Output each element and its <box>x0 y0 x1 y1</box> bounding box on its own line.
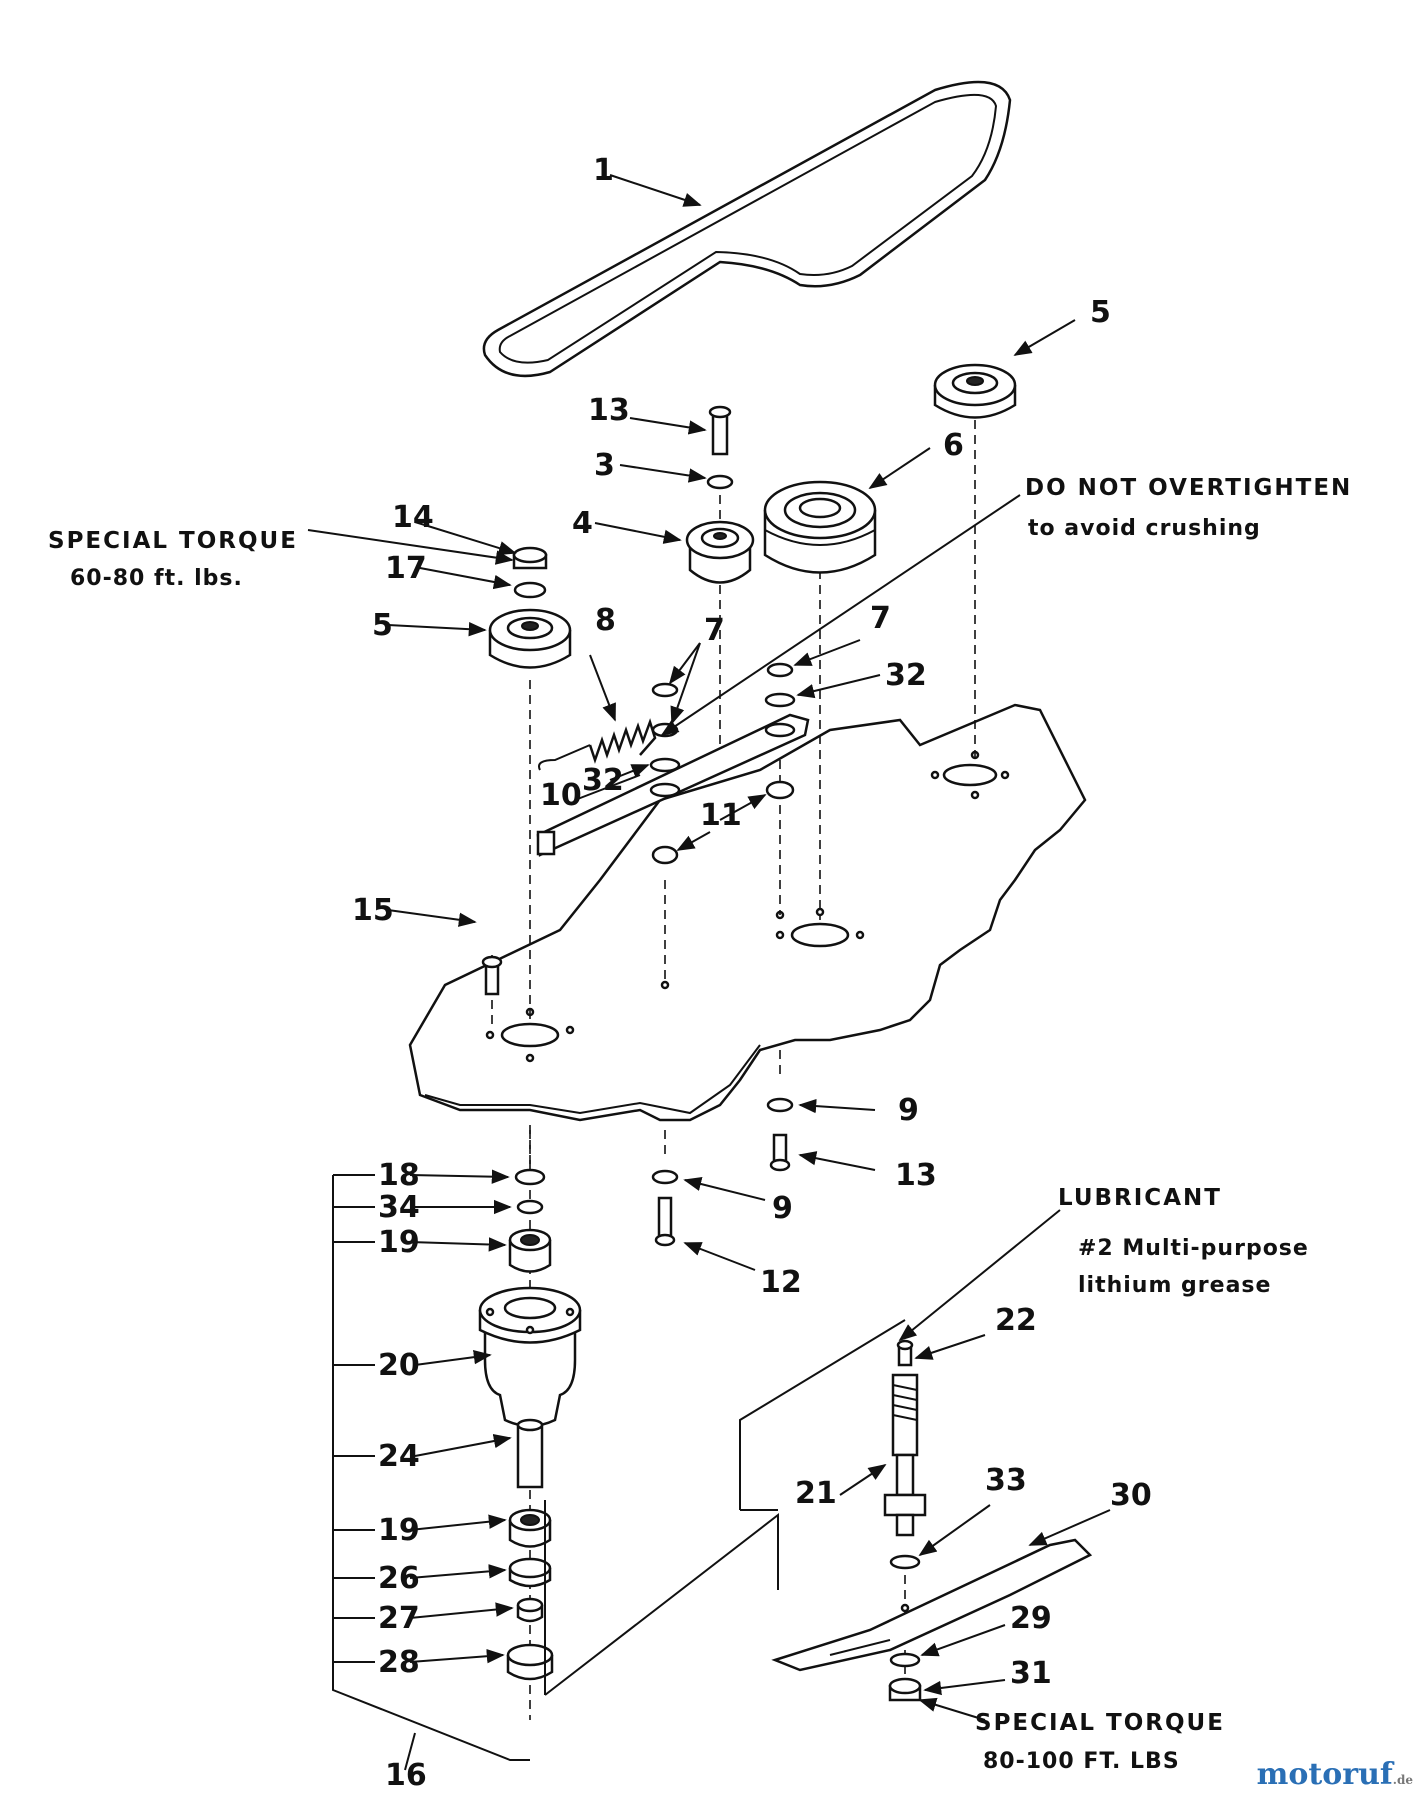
callout-shaft: 21 <box>795 1476 837 1511</box>
center-idler-pulley <box>685 520 755 584</box>
spindle-housing <box>478 1286 582 1428</box>
lubricant-note-line1: #2 Multi-purpose <box>1078 1236 1309 1261</box>
special-torque-note-value: 60-80 ft. lbs. <box>70 566 243 591</box>
drive-pulley <box>763 480 877 574</box>
lubricant-note-title: LUBRICANT <box>1058 1185 1222 1211</box>
callout-bolt-top: 13 <box>588 393 630 428</box>
left-nut <box>512 546 548 570</box>
callout-idler-pulley-right: 5 <box>1090 295 1111 330</box>
callout-bolt-left: 15 <box>352 893 394 928</box>
callout-bearing-top: 19 <box>378 1225 420 1260</box>
callout-bolt-lower-mid: 12 <box>760 1265 802 1300</box>
callout-spring: 8 <box>595 603 616 638</box>
callout-lockwasher-left: 17 <box>385 551 427 586</box>
spindle-assembly-bracket <box>332 1174 530 1771</box>
watermark-logo: motoruf.de <box>1257 1757 1413 1792</box>
watermark-suffix: .de <box>1392 1773 1413 1787</box>
v-belt <box>482 80 1012 378</box>
callout-idler-pulley-left: 5 <box>372 608 393 643</box>
callout-washer-lower-mid: 9 <box>772 1191 793 1226</box>
callout-washer-mid: 32 <box>582 763 624 798</box>
right-idler-pulley <box>933 363 1017 419</box>
callout-washer-lower-right: 9 <box>898 1093 919 1128</box>
spindle-spacer <box>516 1418 544 1489</box>
lower-mid-bolt <box>654 1196 676 1247</box>
callout-bolt-lower-right: 13 <box>895 1158 937 1193</box>
callout-seal: 26 <box>378 1561 420 1596</box>
callout-labels: 1 5 13 3 6 4 14 17 5 8 7 7 32 32 10 11 1… <box>352 153 1152 1793</box>
top-bolt <box>708 405 732 456</box>
callout-spacer: 24 <box>378 1439 420 1474</box>
cup <box>506 1643 554 1681</box>
left-bolt <box>481 955 503 996</box>
callout-idler-pulley-center: 4 <box>572 506 593 541</box>
blade-nut <box>888 1677 922 1702</box>
callout-nut-left: 7 <box>704 613 725 648</box>
small-spacer <box>516 1597 544 1623</box>
special-torque-note-2-value: 80-100 FT. LBS <box>983 1749 1180 1774</box>
blade-washer <box>889 1652 921 1668</box>
leader-arrows <box>307 174 1111 1721</box>
callout-shaft-washer: 33 <box>985 1463 1027 1498</box>
callout-bearing-bottom: 19 <box>378 1513 420 1548</box>
lower-mid-washer <box>651 1169 679 1185</box>
callout-spacer-washer: 34 <box>378 1190 420 1225</box>
spacer-washer <box>516 1199 544 1215</box>
top-washer <box>706 474 734 490</box>
seal <box>508 1557 552 1588</box>
shaft-washer <box>889 1554 921 1570</box>
callout-blade-washer: 29 <box>1010 1601 1052 1636</box>
mower-deck-plate <box>408 703 1087 1122</box>
callout-washer-arm: 32 <box>885 658 927 693</box>
callout-belt: 1 <box>593 153 614 188</box>
left-lockwasher <box>513 581 547 599</box>
special-torque-note-2-title: SPECIAL TORQUE <box>975 1710 1225 1736</box>
overtighten-note-sub: to avoid crushing <box>1028 516 1261 541</box>
shaft-assembly-outline <box>544 1319 906 1696</box>
callout-blade: 30 <box>1110 1478 1152 1513</box>
spring <box>538 718 657 771</box>
callout-cup: 28 <box>378 1645 420 1680</box>
callout-grease-fitting: 22 <box>995 1303 1037 1338</box>
callout-nut-left-pulley: 14 <box>392 500 434 535</box>
callout-idler-arm: 10 <box>540 778 582 813</box>
mower-blade <box>771 1538 1093 1672</box>
lubricant-note-line2: lithium grease <box>1078 1273 1271 1298</box>
special-torque-note-title: SPECIAL TORQUE <box>48 528 298 554</box>
notes: SPECIAL TORQUE 60-80 ft. lbs. DO NOT OVE… <box>48 475 1352 1774</box>
callout-housing: 20 <box>378 1348 420 1383</box>
callout-blade-nut: 31 <box>1010 1656 1052 1691</box>
spindle-washer <box>514 1168 546 1186</box>
idler-arm <box>536 713 810 857</box>
callout-spacer-small: 27 <box>378 1601 420 1636</box>
overtighten-note-title: DO NOT OVERTIGHTEN <box>1025 475 1352 501</box>
spindle-shaft <box>883 1339 927 1537</box>
lower-right-washer <box>766 1097 794 1113</box>
callout-washer-spindle: 18 <box>378 1158 420 1193</box>
callout-spindle-assembly: 16 <box>385 1758 427 1793</box>
watermark-brand: motoruf <box>1256 1757 1393 1792</box>
top-bearing <box>508 1228 552 1273</box>
callout-nut-right: 7 <box>870 601 891 636</box>
callout-washer-top: 3 <box>594 448 615 483</box>
callout-drive-pulley: 6 <box>943 428 964 463</box>
left-idler-pulley <box>488 608 572 669</box>
lower-right-bolt <box>769 1133 791 1172</box>
bottom-bearing <box>508 1508 552 1548</box>
callout-bushing: 11 <box>700 798 742 833</box>
